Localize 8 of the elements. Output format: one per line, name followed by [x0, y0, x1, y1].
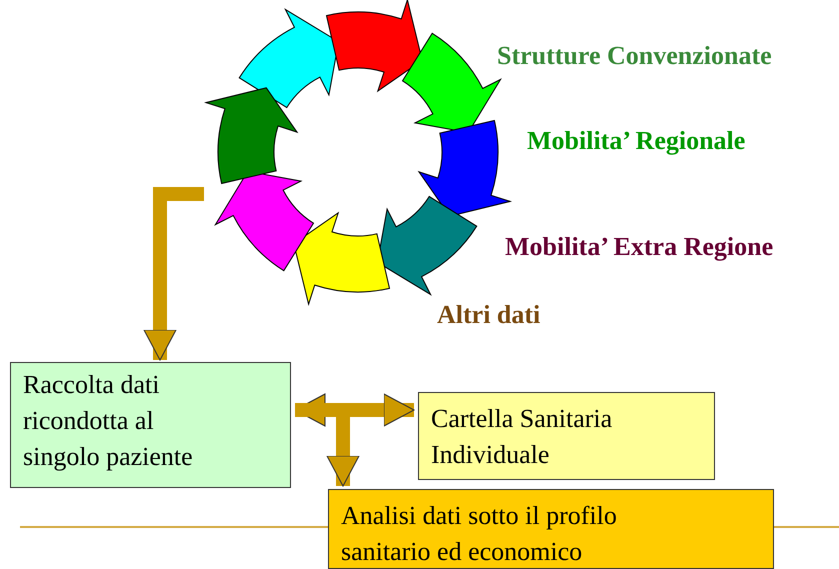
- arrow: [295, 403, 360, 486]
- text-box: Cartella Sanitaria Individuale: [418, 392, 715, 480]
- category-label: Altri dati: [437, 299, 540, 331]
- text-box: Analisi dati sotto il profilo sanitario ed economico: [328, 489, 774, 569]
- category-label: Mobilita’ Regionale: [527, 125, 746, 157]
- category-label: Strutture Convenzionate: [497, 40, 772, 72]
- text-box: Raccolta dati ricondotta al singolo paziente: [10, 362, 291, 488]
- category-label: Mobilita’ Extra Regione: [505, 231, 774, 263]
